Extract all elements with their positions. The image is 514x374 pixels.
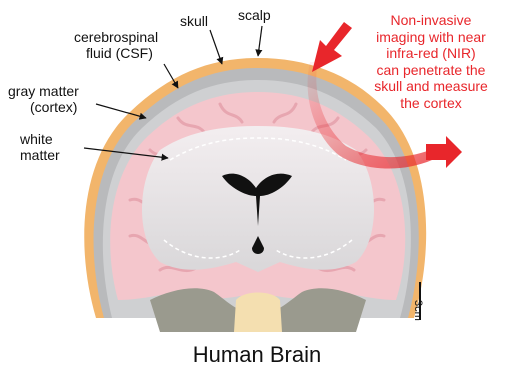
label-white-line2: matter [20,148,60,163]
nir-annotation-line: infra-red (NIR) [356,45,506,62]
label-white-line1: white [20,132,53,147]
nir-out-arrow-icon [426,136,462,168]
label-csf-line2: fluid (CSF) [86,46,153,61]
brainstem [234,293,282,333]
label-scalp: scalp [238,8,271,23]
nir-annotation-line: skull and measure [356,78,506,95]
nir-annotation-line: imaging with near [356,29,506,46]
label-gray-line1: gray matter [8,84,79,99]
nir-annotation-line: the cortex [356,95,506,112]
scale-bar-label: 3cm [412,300,424,321]
label-gray-line2: (cortex) [30,100,77,115]
figure-caption: Human Brain [0,342,514,368]
label-csf-line1: cerebrospinal [74,30,158,45]
nir-annotation: Non-invasive imaging with near infra-red… [356,12,506,111]
nir-in-arrow-icon [312,22,352,72]
label-skull: skull [180,14,208,29]
nir-annotation-line: can penetrate the [356,62,506,79]
nir-annotation-line: Non-invasive [356,12,506,29]
leader-scalp [258,26,262,56]
leader-skull [210,30,222,64]
